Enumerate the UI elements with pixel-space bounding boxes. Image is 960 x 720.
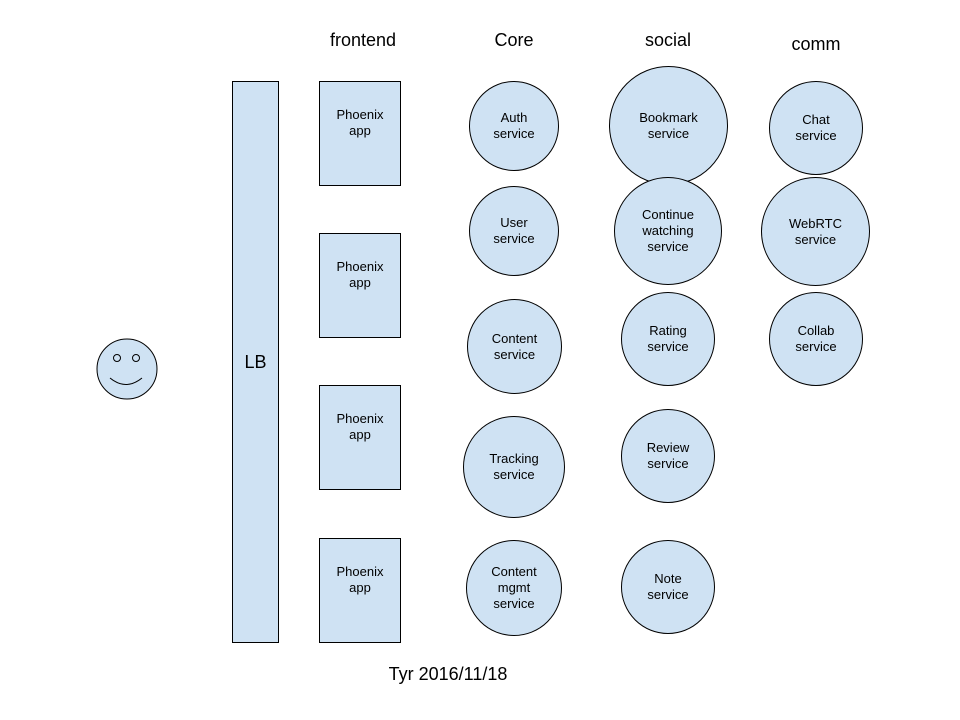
- phoenix-app-node: Phoenix app: [319, 538, 401, 643]
- content-mgmt-service-node: Content mgmt service: [466, 540, 562, 636]
- tracking-service-label: Tracking service: [489, 451, 539, 482]
- content-service-label: Content service: [491, 330, 538, 362]
- bookmark-service-node: Bookmark service: [609, 66, 728, 185]
- column-title-core: Core: [494, 30, 534, 50]
- phoenix-app-label: Phoenix app: [336, 106, 384, 138]
- bookmark-service-label: Bookmark service: [639, 109, 698, 141]
- review-service-label: Review service: [646, 440, 690, 471]
- user-service-label: User service: [493, 215, 535, 246]
- auth-service-label: Auth service: [493, 110, 535, 141]
- chat-service-node: Chat service: [769, 81, 863, 175]
- phoenix-app-node: Phoenix app: [319, 385, 401, 490]
- phoenix-app-label: Phoenix app: [336, 410, 384, 442]
- auth-service-node: Auth service: [469, 81, 559, 171]
- rating-service-node: Rating service: [621, 292, 715, 386]
- collab-service-node: Collab service: [769, 292, 863, 386]
- review-service-node: Review service: [621, 409, 715, 503]
- content-mgmt-service-label: Content mgmt service: [491, 564, 537, 611]
- column-title-comm: comm: [791, 34, 841, 54]
- rating-service-label: Rating service: [647, 323, 689, 354]
- phoenix-app-label: Phoenix app: [336, 258, 384, 290]
- webrtc-service-label: WebRTC service: [789, 215, 842, 247]
- chat-service-label: Chat service: [795, 112, 837, 143]
- column-title-social: social: [644, 30, 692, 50]
- tracking-service-node: Tracking service: [463, 416, 565, 518]
- column-title-frontend: frontend: [329, 30, 397, 50]
- content-service-node: Content service: [467, 299, 562, 394]
- webrtc-service-node: WebRTC service: [761, 177, 870, 286]
- load-balancer: LB: [232, 81, 279, 643]
- phoenix-app-label: Phoenix app: [336, 563, 384, 595]
- load-balancer-label: LB: [244, 351, 267, 372]
- user-smiley-icon: [96, 338, 158, 400]
- diagram-footer: Tyr 2016/11/18: [388, 664, 508, 684]
- user-service-node: User service: [469, 186, 559, 276]
- phoenix-app-node: Phoenix app: [319, 233, 401, 338]
- note-service-node: Note service: [621, 540, 715, 634]
- note-service-label: Note service: [647, 571, 689, 602]
- continue-watching-service-label: Continue watching service: [641, 207, 695, 254]
- continue-watching-service-node: Continue watching service: [614, 177, 722, 285]
- collab-service-label: Collab service: [795, 323, 837, 354]
- phoenix-app-node: Phoenix app: [319, 81, 401, 186]
